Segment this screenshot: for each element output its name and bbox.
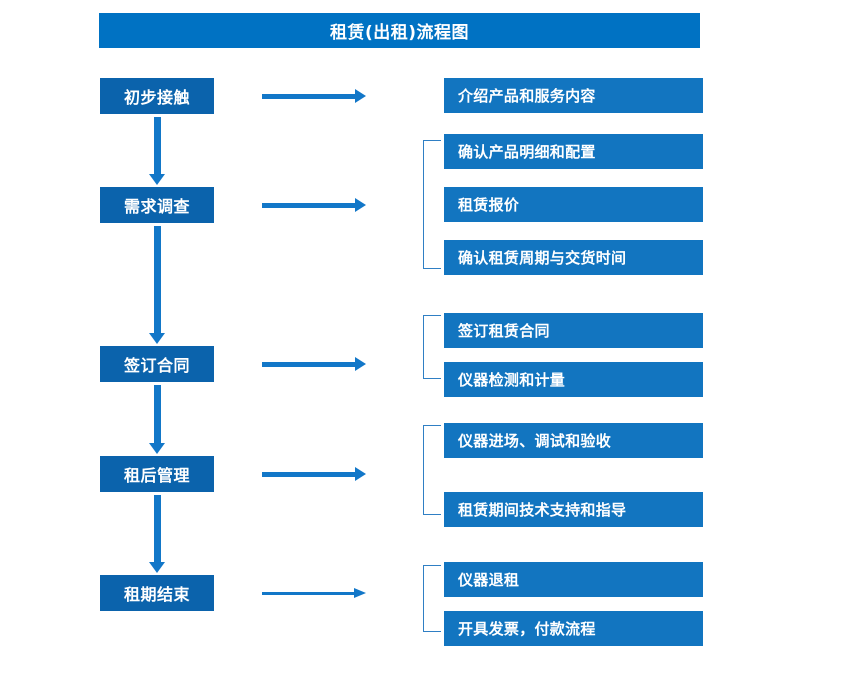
group-bracket-requirement-survey [423, 140, 441, 269]
stage-box-sign-contract[interactable]: 签订合同 [100, 346, 214, 382]
vertical-arrow-contact-to-survey [149, 117, 165, 185]
group-bracket-post-rental-management [423, 425, 441, 515]
horizontal-arrow-initial-contact [262, 89, 366, 103]
stage-box-rental-end[interactable]: 租期结束 [100, 575, 214, 611]
detail-box-confirm-product-details[interactable]: 确认产品明细和配置 [444, 134, 703, 169]
horizontal-arrow-rental-end [262, 586, 366, 600]
vertical-arrow-contract-to-management [149, 385, 165, 454]
vertical-arrow-management-to-end [149, 495, 165, 573]
vertical-arrow-survey-to-contract [149, 226, 165, 344]
group-bracket-rental-end [423, 565, 441, 632]
stage-box-requirement-survey[interactable]: 需求调查 [100, 187, 214, 223]
detail-box-rental-quotation[interactable]: 租赁报价 [444, 187, 703, 222]
detail-box-instrument-return[interactable]: 仪器退租 [444, 562, 703, 597]
horizontal-arrow-requirement-survey [262, 198, 366, 212]
detail-box-technical-support[interactable]: 租赁期间技术支持和指导 [444, 492, 703, 527]
horizontal-arrow-post-rental-management [262, 467, 366, 481]
detail-box-instrument-installation[interactable]: 仪器进场、调试和验收 [444, 423, 703, 458]
stage-box-post-rental-management[interactable]: 租后管理 [100, 456, 214, 492]
group-bracket-sign-contract [423, 315, 441, 379]
diagram-title: 租赁(出租)流程图 [99, 13, 700, 48]
horizontal-arrow-sign-contract [262, 357, 366, 371]
detail-box-invoice-payment[interactable]: 开具发票，付款流程 [444, 611, 703, 646]
detail-box-introduce-products[interactable]: 介绍产品和服务内容 [444, 78, 703, 113]
detail-box-confirm-rental-period[interactable]: 确认租赁周期与交货时间 [444, 240, 703, 275]
detail-box-instrument-inspection[interactable]: 仪器检测和计量 [444, 362, 703, 397]
stage-box-initial-contact[interactable]: 初步接触 [100, 78, 214, 114]
detail-box-sign-rental-contract[interactable]: 签订租赁合同 [444, 313, 703, 348]
